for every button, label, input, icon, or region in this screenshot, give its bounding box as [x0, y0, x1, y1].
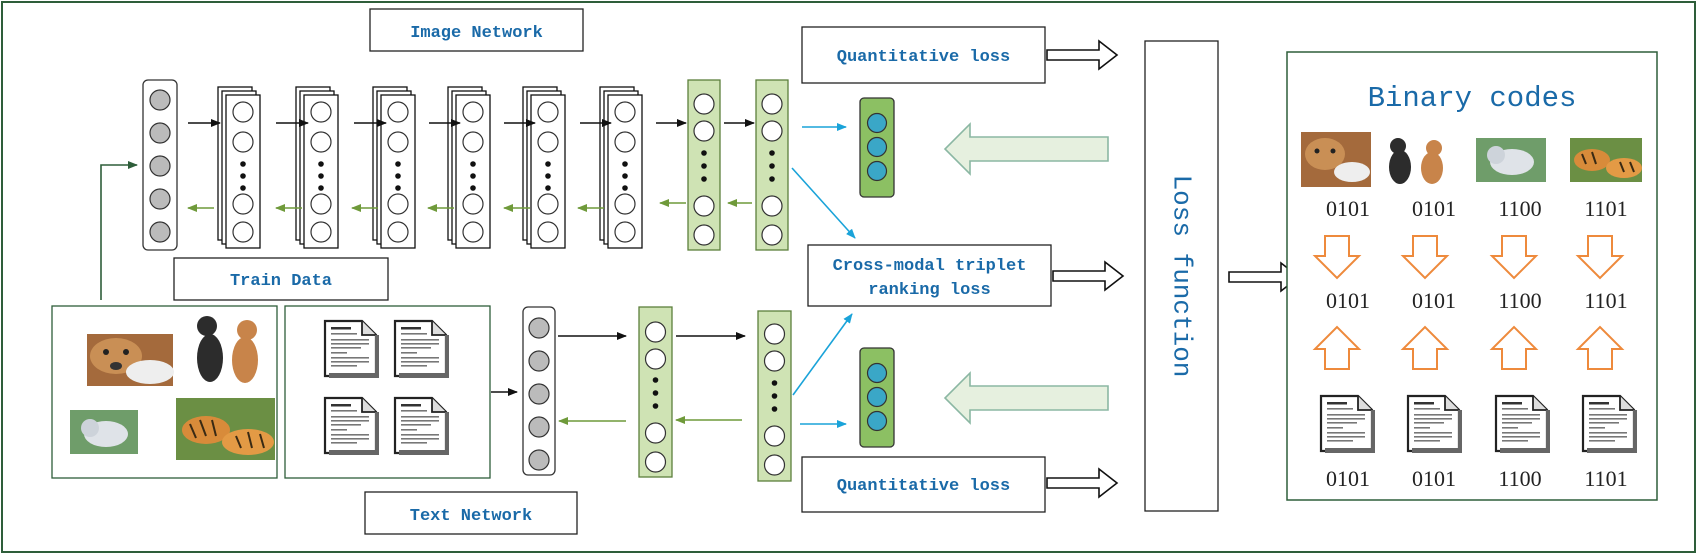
text-code-layer — [859, 347, 895, 448]
image-backward-arrows — [187, 199, 752, 212]
binary-two-dogs-image — [1385, 136, 1447, 186]
dog-cat-image — [87, 334, 174, 386]
loss-arrow-middle — [1052, 261, 1124, 291]
binary-code: 1100 — [1498, 196, 1541, 221]
conv-layer-stack — [372, 86, 416, 249]
quantitative-loss-bottom-label: Quantitative loss — [837, 477, 1010, 496]
binary-dog-cat-image — [1301, 132, 1371, 187]
document-icon — [1494, 394, 1552, 455]
binary-code: 0101 — [1412, 196, 1456, 221]
binary-code: 0101 — [1326, 196, 1370, 221]
text-network-box — [364, 491, 578, 535]
conv-layer-stack — [522, 86, 566, 249]
document-icon — [323, 396, 381, 457]
text-fc-layer-1 — [638, 306, 673, 478]
train-data-connector — [100, 161, 138, 300]
train-texts-panel — [284, 305, 491, 479]
text-backward-arrows — [558, 416, 742, 425]
document-icon — [393, 396, 451, 457]
quantitative-loss-top-label: Quantitative loss — [837, 48, 1010, 67]
two-dogs-image — [192, 312, 264, 387]
loss-function-box — [1144, 40, 1219, 512]
middle-codes-row: 0101 0101 1100 1101 — [1326, 288, 1628, 313]
conv-layer-stack — [447, 86, 491, 249]
triplet-loss-box — [807, 244, 1052, 307]
train-images-panel — [51, 305, 278, 479]
image-input-layer — [142, 79, 178, 251]
binary-code: 0101 — [1326, 288, 1370, 313]
document-icon — [1406, 394, 1464, 455]
binary-code: 0101 — [1326, 466, 1370, 491]
image-codes-row: 0101 0101 1100 1101 — [1326, 196, 1628, 221]
train-data-label: Train Data — [230, 272, 332, 291]
image-code-layer — [859, 97, 895, 198]
tigers-image — [176, 398, 275, 460]
conv-layer-stack — [295, 86, 339, 249]
binary-code: 0101 — [1412, 466, 1456, 491]
quantitative-loss-bottom-box — [801, 456, 1046, 513]
binary-code: 1101 — [1584, 288, 1627, 313]
document-icon — [323, 319, 381, 380]
triplet-loss-label-line1: Cross-modal triplet — [833, 257, 1027, 276]
binary-code: 1101 — [1584, 466, 1627, 491]
binary-codes-title: Binary codes — [1368, 82, 1577, 115]
binary-code: 1100 — [1498, 288, 1541, 313]
loss-arrow-top — [1046, 40, 1118, 70]
text-network-label: Text Network — [410, 507, 532, 526]
triplet-loss-label-line2: ranking loss — [868, 281, 990, 300]
document-icon — [393, 319, 451, 380]
cyan-arrows — [791, 123, 856, 428]
binary-code: 1101 — [1584, 196, 1627, 221]
feedback-arrow-bottom — [943, 371, 1109, 425]
image-network-label: Image Network — [410, 24, 543, 43]
loss-arrow-bottom — [1046, 468, 1118, 498]
text-input-layer — [522, 306, 556, 476]
quantitative-loss-top-box — [801, 26, 1046, 84]
document-icon — [1319, 394, 1377, 455]
binary-code: 1100 — [1498, 466, 1541, 491]
text-codes-row: 0101 0101 1100 1101 — [1326, 466, 1628, 491]
train-data-box — [173, 257, 389, 301]
image-fc-layer-1 — [687, 79, 721, 251]
binary-code: 0101 — [1412, 288, 1456, 313]
binary-cat-image — [1476, 138, 1546, 182]
image-network-box — [369, 8, 584, 52]
feedback-arrow-top — [943, 122, 1109, 176]
document-icon — [1581, 394, 1639, 455]
binary-tigers-image — [1570, 138, 1642, 182]
text-fc-layer-2 — [757, 310, 792, 482]
cat-image — [70, 410, 138, 454]
conv-layer-stack — [599, 86, 643, 249]
conv-layer-stack — [217, 86, 261, 249]
image-conv-layers — [217, 86, 643, 249]
loss-function-label: Loss function — [1167, 175, 1197, 378]
image-fc-layer-2 — [755, 79, 789, 251]
